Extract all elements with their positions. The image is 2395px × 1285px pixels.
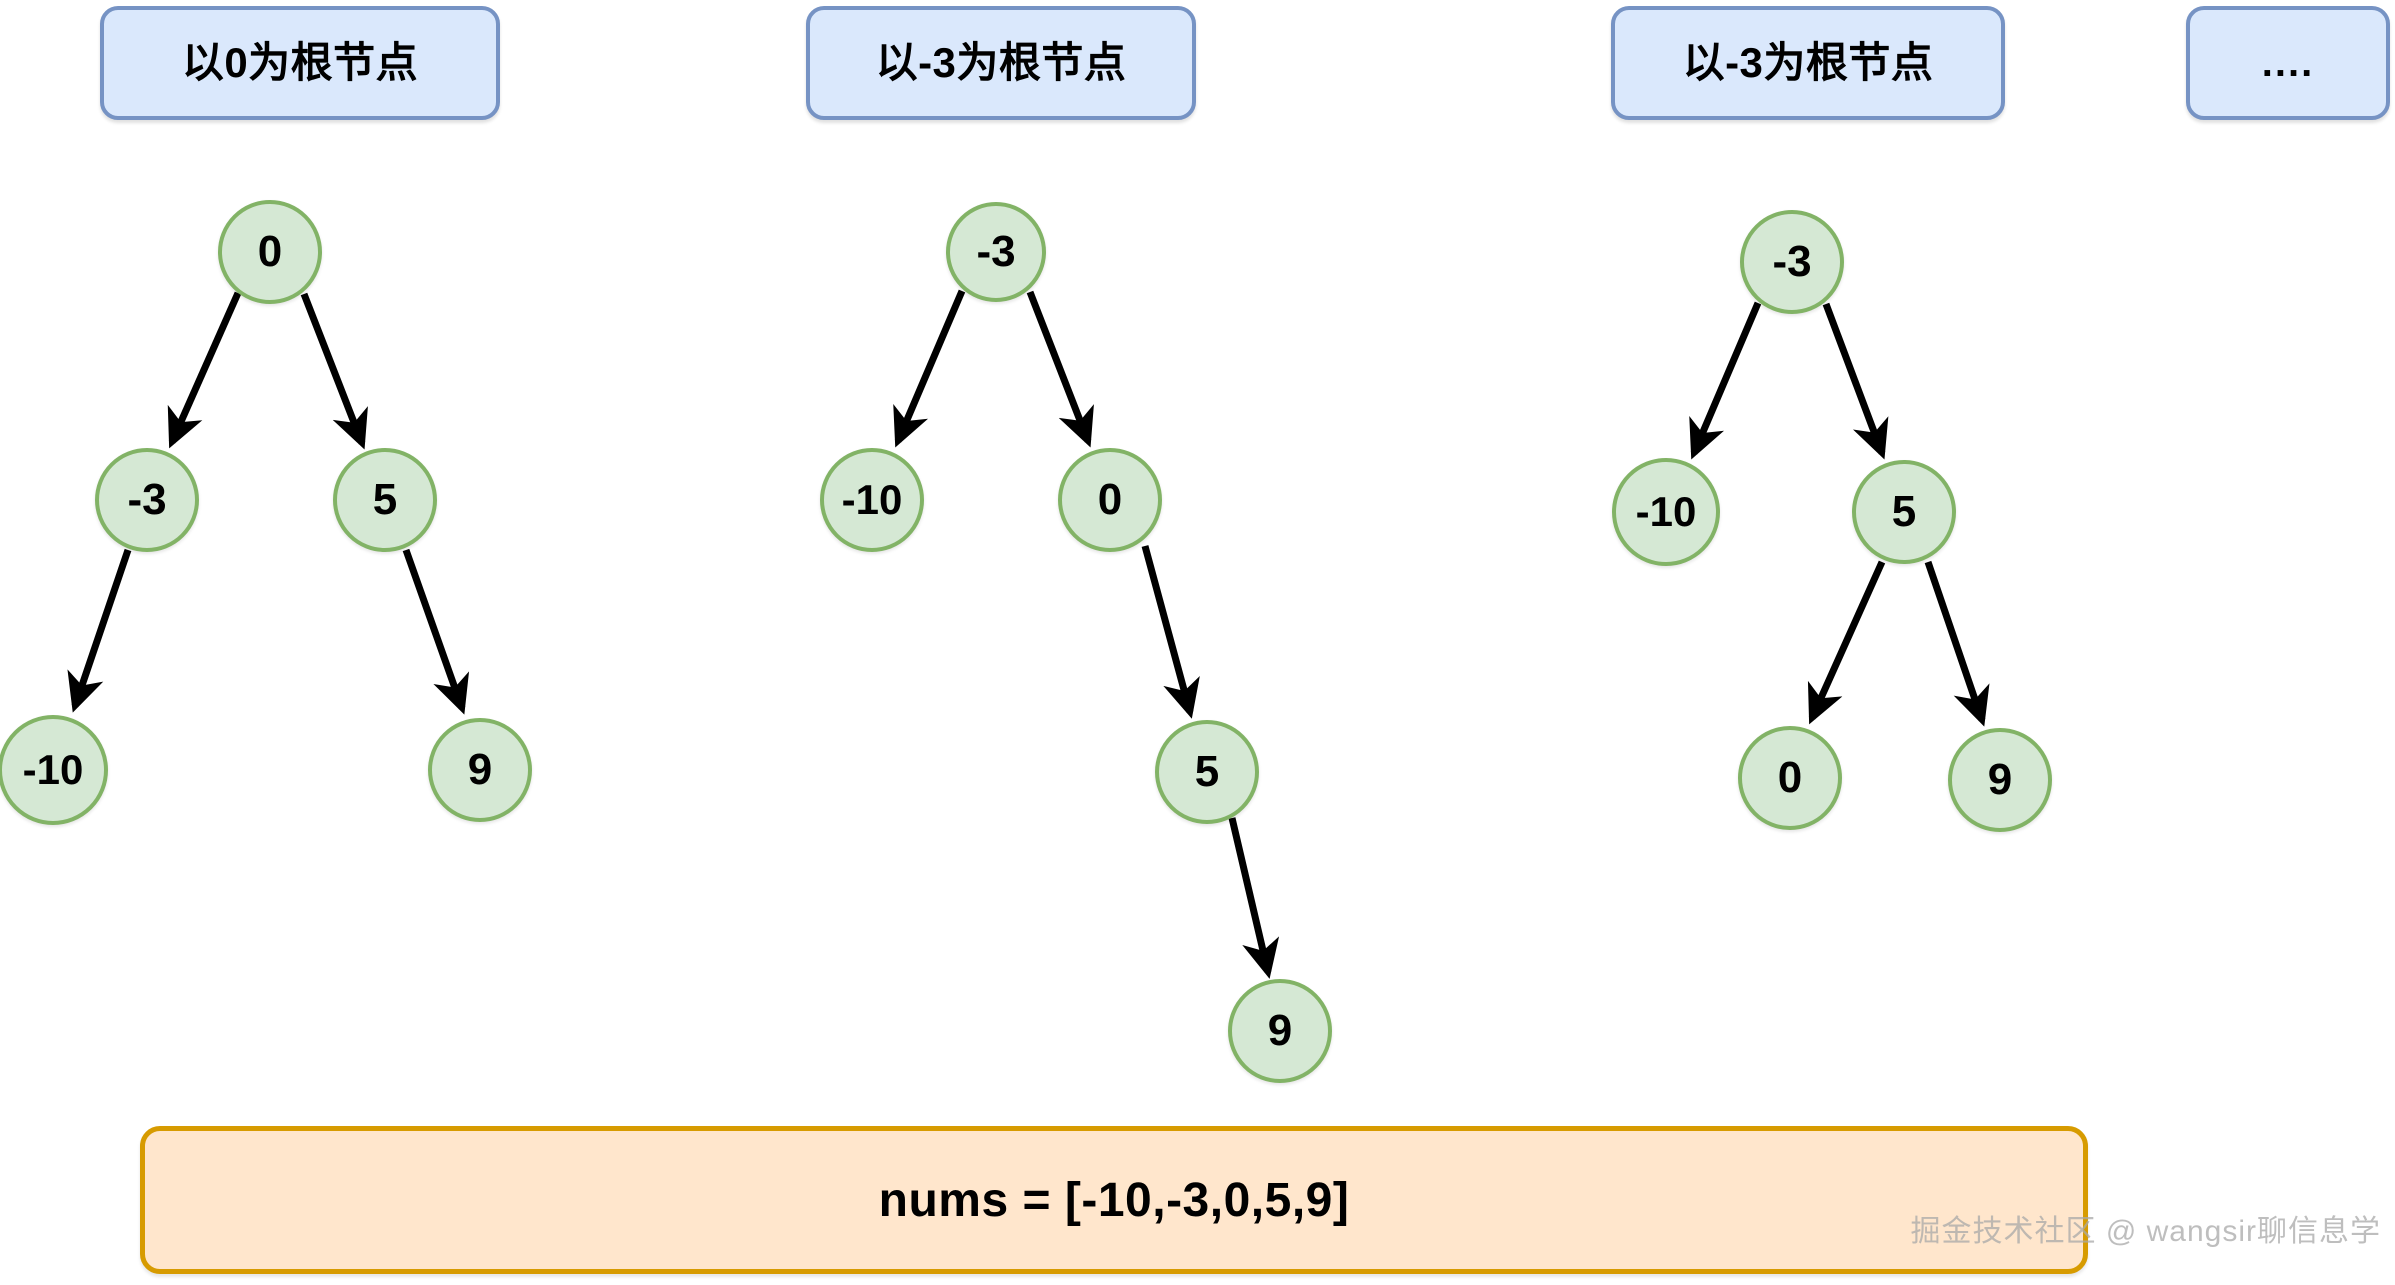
nums-array-text: nums = [-10,-3,0,5,9]: [878, 1173, 1350, 1227]
edge-neg3-to-0: [1026, 290, 1094, 448]
tree2-node-5[interactable]: 5: [1155, 720, 1259, 824]
tree3-node-5[interactable]: 5: [1852, 460, 1956, 564]
edge-0-to-neg3: [167, 291, 242, 449]
title-box-ellipsis: ....: [2186, 6, 2390, 120]
title-box-root-neg3-a: 以-3为根节点: [806, 6, 1196, 120]
edge-neg3-to-neg10: [67, 548, 132, 713]
edge-5-to-9: [1924, 560, 1990, 727]
edge-group-tree-2: [893, 289, 1280, 979]
watermark-text: 掘金技术社区 @ wangsir聊信息学: [1910, 1215, 2381, 1248]
tree3-node-9[interactable]: 9: [1948, 728, 2052, 832]
title-box-root-neg3-b: 以-3为根节点: [1611, 6, 2005, 120]
title-box-label: 以-3为根节点: [1682, 39, 1934, 86]
tree1-node-neg10[interactable]: -10: [0, 715, 108, 825]
title-box-root-0: 以0为根节点: [100, 6, 500, 120]
edge-neg3-to-neg10: [893, 289, 966, 448]
tree2-node-neg10[interactable]: -10: [820, 448, 924, 552]
tree3-node-root-neg3[interactable]: -3: [1740, 210, 1844, 314]
edge-5-to-0: [1807, 560, 1886, 725]
tree3-node-0[interactable]: 0: [1738, 726, 1842, 830]
tree2-node-0[interactable]: 0: [1058, 448, 1162, 552]
edge-neg3-to-neg10: [1689, 301, 1762, 460]
tree2-node-root-neg3[interactable]: -3: [946, 202, 1046, 302]
ellipsis-label: ....: [2261, 41, 2315, 85]
tree2-node-9[interactable]: 9: [1228, 979, 1332, 1083]
tree1-node-5[interactable]: 5: [333, 448, 437, 552]
edge-0-to-5: [300, 292, 368, 450]
edge-5-to-9: [402, 548, 470, 715]
tree1-node-neg3[interactable]: -3: [95, 448, 199, 552]
tree3-node-neg10[interactable]: -10: [1612, 458, 1720, 566]
nums-array-box: nums = [-10,-3,0,5,9]: [140, 1126, 2088, 1274]
tree1-node-9[interactable]: 9: [428, 718, 532, 822]
tree1-node-root[interactable]: 0: [218, 200, 322, 304]
title-box-label: 以0为根节点: [181, 39, 419, 86]
edge-0-to-5: [1141, 545, 1200, 719]
edge-neg3-to-5: [1822, 302, 1889, 460]
title-box-label: 以-3为根节点: [875, 39, 1127, 86]
edge-5-to-9: [1228, 817, 1280, 979]
